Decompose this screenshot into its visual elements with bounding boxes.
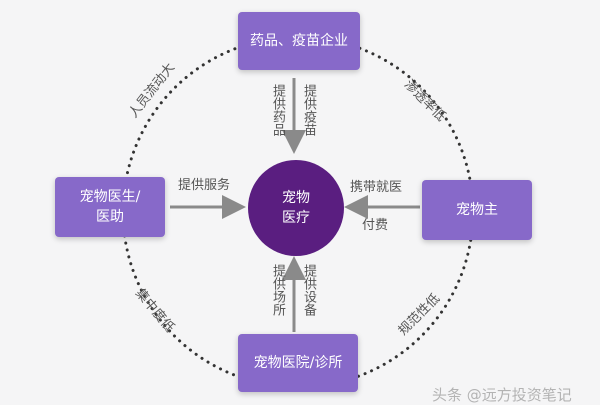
watermark-text: 头条 @远方投资笔记 [432, 386, 572, 404]
center-pet-medical: 宠物 医疗 [248, 160, 344, 256]
node-pharma-vaccine-label: 药品、疫苗企业 [250, 33, 348, 49]
center-label-line2: 医疗 [282, 210, 310, 226]
center-label-line1: 宠物 [282, 190, 310, 206]
edge-label-provide-equipment: 提供设备 [301, 264, 316, 316]
edge-label-provide-venue: 提供场所 [270, 264, 285, 316]
node-pet-hospital-clinic: 宠物医院/诊所 [238, 334, 358, 392]
edge-label-pay: 付费 [362, 218, 389, 233]
node-vet-label-line1: 宠物医生/ [79, 189, 141, 205]
edge-label-bring-to-doctor: 携带就医 [350, 180, 403, 195]
edge-label-provide-service: 提供服务 [178, 178, 231, 193]
node-pharma-vaccine-companies: 药品、疫苗企业 [238, 12, 360, 70]
node-pet-owner: 宠物主 [422, 180, 532, 240]
node-hospital-label: 宠物医院/诊所 [253, 355, 343, 371]
edge-label-provide-vaccines: 提供疫苗 [301, 84, 316, 136]
node-vet-assistant: 宠物医生/ 医助 [55, 177, 165, 237]
edge-label-provide-drugs: 提供药品 [270, 84, 285, 136]
node-vet-label-line2: 医助 [96, 209, 124, 225]
node-pet-owner-label: 宠物主 [456, 202, 498, 218]
